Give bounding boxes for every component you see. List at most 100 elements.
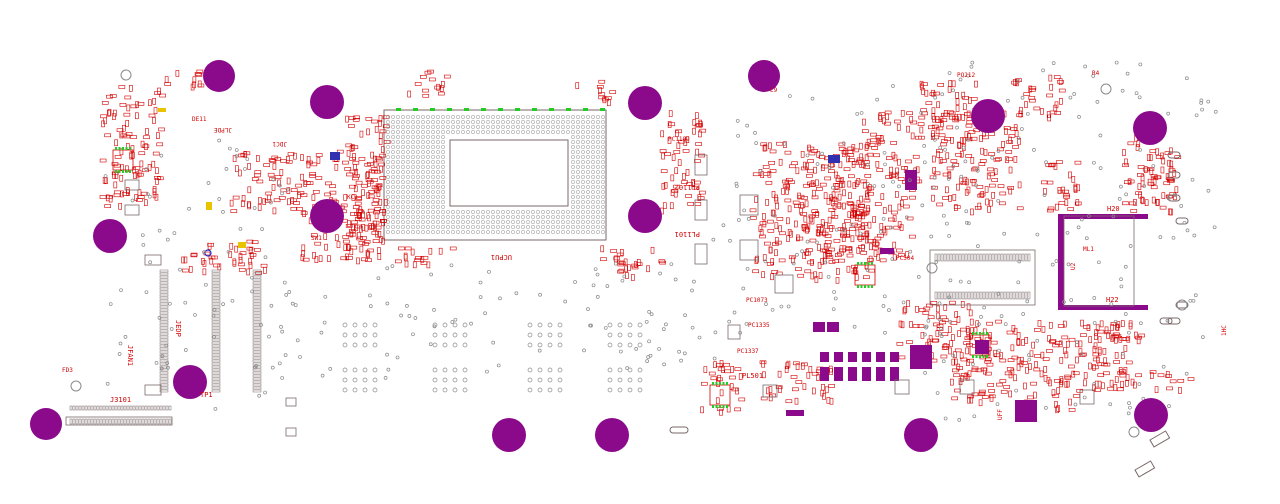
passive-component (371, 231, 379, 235)
passive-component (1056, 405, 1061, 412)
ic-pad (125, 147, 128, 150)
passive-component (351, 145, 359, 150)
passive-component (929, 92, 937, 96)
bga-ball (391, 150, 395, 154)
passive-component (949, 300, 956, 305)
passive-component (868, 255, 873, 263)
via (791, 261, 796, 266)
passive-component (135, 112, 139, 120)
bga-ball (491, 125, 495, 129)
passive-component (156, 132, 160, 139)
bga-ball (586, 125, 590, 129)
via (1002, 231, 1007, 236)
via (916, 275, 921, 279)
bga-ball (576, 165, 580, 169)
passive-component (300, 211, 308, 215)
bga-ball (591, 180, 595, 184)
passive-component (793, 361, 800, 366)
via (1171, 235, 1176, 240)
passive-component (673, 190, 678, 198)
bga-ball (396, 220, 400, 224)
bga-ball (476, 115, 480, 119)
via (947, 71, 952, 75)
via (634, 347, 639, 351)
via (1027, 353, 1031, 358)
passive-component (364, 162, 372, 167)
via (328, 367, 333, 371)
passive-component (365, 258, 372, 262)
bga-ball (391, 135, 395, 139)
via (647, 339, 651, 344)
passive-component (847, 180, 852, 188)
passive-component (966, 359, 970, 367)
passive-component (1043, 188, 1047, 195)
via (661, 327, 666, 332)
memory-via (372, 322, 378, 328)
via (782, 142, 787, 146)
passive-component (232, 195, 240, 200)
connector-pin (252, 320, 262, 324)
bga-ball (421, 145, 425, 149)
passive-component (374, 126, 379, 133)
via (951, 88, 955, 93)
passive-component (802, 383, 807, 390)
bga-ball (571, 210, 575, 214)
via (469, 321, 473, 326)
bga-ball (391, 185, 395, 189)
via (1121, 351, 1125, 356)
connector-pin (211, 332, 221, 336)
connector-pin (211, 296, 221, 300)
passive-component (145, 128, 149, 135)
passive-component (783, 141, 787, 148)
passive-component (984, 359, 992, 364)
passive-component (1086, 324, 1091, 331)
passive-component (945, 186, 949, 194)
bga-ball (401, 170, 405, 174)
passive-component (340, 203, 348, 208)
passive-component (786, 235, 790, 242)
via (1199, 98, 1204, 103)
passive-component (778, 258, 786, 263)
via (1138, 62, 1143, 67)
bga-ball (431, 135, 435, 139)
passive-component (807, 144, 811, 152)
via (800, 249, 804, 254)
bga-ball (401, 200, 405, 204)
connector-pin (252, 296, 262, 300)
passive-component (1063, 347, 1067, 354)
passive-component (269, 159, 277, 163)
passive-component (239, 251, 247, 255)
bga-ball (551, 230, 555, 234)
passive-component (787, 205, 792, 213)
mounting-hole (93, 219, 127, 253)
passive-component (767, 170, 772, 178)
via (1173, 193, 1177, 198)
passive-component (362, 242, 369, 246)
passive-component (864, 262, 869, 269)
power-pad (834, 352, 843, 362)
passive-component (936, 202, 944, 207)
passive-component (1052, 394, 1060, 398)
via (148, 260, 153, 265)
passive-component (754, 257, 759, 264)
passive-component (771, 191, 776, 198)
passive-component (940, 159, 947, 163)
via (647, 310, 651, 314)
bga-ball (516, 210, 520, 214)
passive-component (927, 125, 935, 130)
bga-ball (406, 150, 410, 154)
passive-component (828, 208, 836, 212)
memory-via (617, 387, 623, 393)
passive-component (1003, 126, 1011, 130)
label-jedp: JEDP (174, 320, 182, 337)
via (269, 200, 273, 205)
passive-component (290, 188, 298, 192)
passive-component (662, 202, 667, 210)
passive-component (987, 383, 995, 387)
bga-ball (456, 210, 460, 214)
passive-component (661, 152, 665, 160)
passive-component (860, 222, 865, 230)
passive-component (970, 136, 978, 141)
passive-component (948, 111, 956, 116)
passive-component (928, 335, 933, 342)
